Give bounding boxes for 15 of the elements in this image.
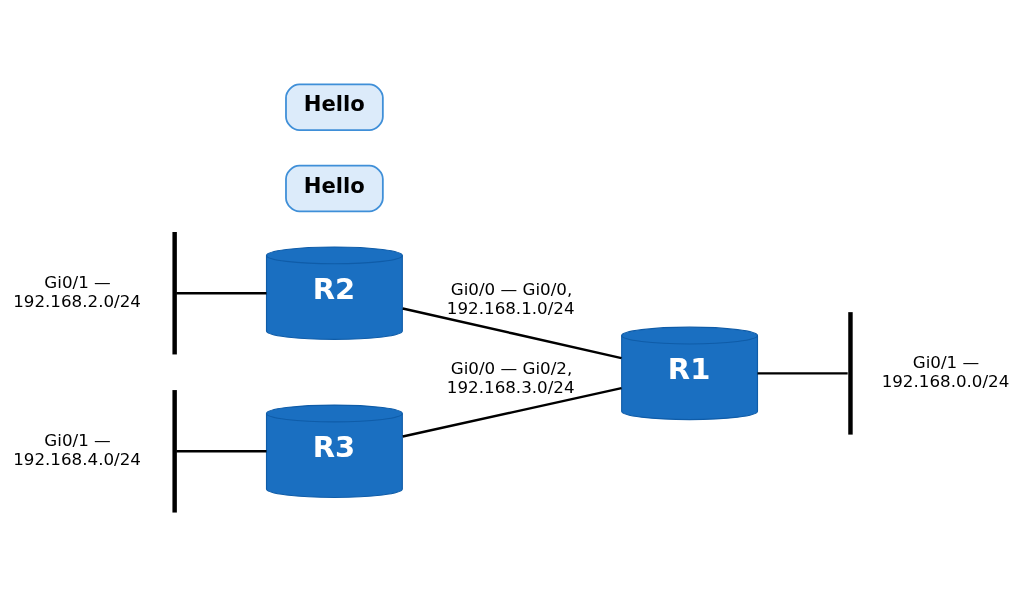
node-box: Hello bbox=[285, 83, 384, 131]
connector bbox=[176, 291, 267, 294]
connector bbox=[757, 371, 848, 375]
connector bbox=[402, 306, 622, 359]
node-bar bbox=[848, 311, 853, 435]
node-label: Gi0/1 — 192.168.2.0/24 bbox=[13, 271, 141, 311]
edge-label: Gi0/0 — Gi0/2, 192.168.3.0/24 bbox=[446, 357, 575, 397]
node-bar bbox=[172, 389, 177, 513]
edge-label: Gi0/0 — Gi0/0, 192.168.1.0/24 bbox=[446, 278, 575, 318]
connector bbox=[176, 449, 267, 453]
node-label: Gi0/1 — 192.168.0.0/24 bbox=[881, 351, 1010, 391]
node-box: Hello bbox=[285, 164, 384, 212]
node-label: Gi0/1 — 192.168.4.0/24 bbox=[13, 429, 141, 469]
connector bbox=[402, 386, 622, 438]
node-bar bbox=[172, 231, 177, 354]
